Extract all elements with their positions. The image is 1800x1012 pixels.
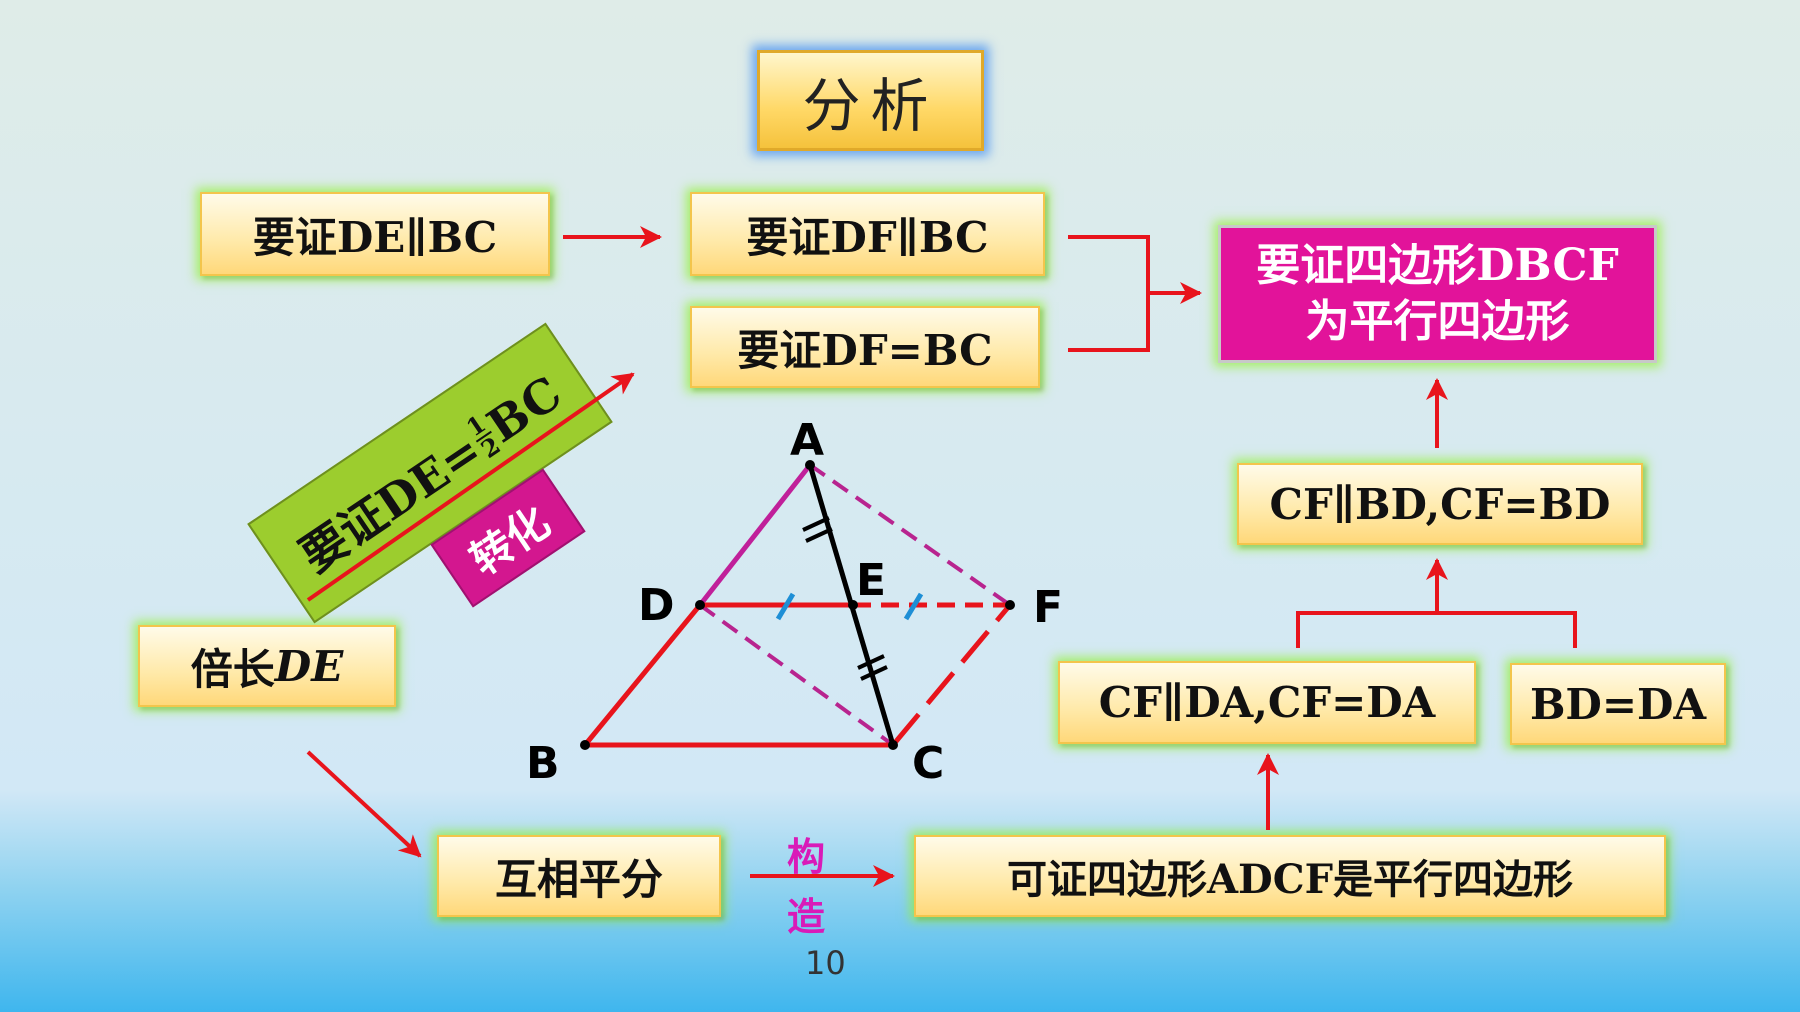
box-double-de-prefix: 倍长	[190, 644, 275, 694]
vertex-d	[695, 600, 705, 610]
box-adcf-label: 可证四边形ADCF是平行四边形	[1007, 856, 1573, 903]
construct-char-1-text: 构	[787, 835, 826, 879]
arrow-double-to-bisect	[306, 750, 422, 858]
goal-box: 要证四边形DBCF 为平行四边形	[1218, 225, 1657, 363]
arrow-transform	[306, 372, 635, 602]
box-bd-da-label: BD=DA	[1529, 679, 1707, 729]
box-de-parallel-label: 要证DE∥BC	[252, 212, 498, 262]
tick-marks-ec	[857, 654, 888, 681]
vertex-c	[888, 740, 898, 750]
title-text: 分析	[802, 71, 939, 140]
goal-line-1: 要证四边形DBCF	[1256, 240, 1619, 291]
box-df-equal-label: 要证DF=BC	[737, 325, 993, 375]
vertex-a	[805, 460, 815, 470]
page-number-text: 10	[805, 944, 846, 982]
construct-char-2-text: 造	[787, 895, 826, 939]
box-cf-da-label: CF∥DA,CF=DA	[1098, 678, 1436, 727]
segment-db	[583, 603, 702, 747]
box-cf-da: CF∥DA,CF=DA	[1058, 661, 1476, 744]
label-d: D	[638, 580, 675, 631]
box-bisect-label: 互相平分	[494, 854, 663, 904]
label-a: A	[790, 415, 824, 466]
box-cf-bd: CF∥BD,CF=BD	[1237, 463, 1643, 545]
segment-af	[808, 463, 1012, 607]
label-b: B	[526, 738, 560, 789]
construct-char-2: 造	[787, 886, 825, 941]
label-e: E	[856, 555, 886, 606]
label-c: C	[912, 738, 944, 789]
label-f: F	[1033, 582, 1063, 633]
box-bisect: 互相平分	[437, 835, 721, 917]
tick-de	[775, 592, 796, 621]
segment-dc	[698, 603, 895, 747]
title-box: 分析	[757, 50, 984, 151]
box-df-parallel: 要证DF∥BC	[690, 192, 1045, 276]
bracket-to-cfbd	[1296, 560, 1577, 648]
vertex-f	[1005, 600, 1015, 610]
box-adcf: 可证四边形ADCF是平行四边形	[914, 835, 1666, 917]
box-de-parallel: 要证DE∥BC	[200, 192, 550, 276]
vertex-e	[848, 600, 858, 610]
box-cf-bd-label: CF∥BD,CF=BD	[1269, 479, 1611, 529]
tick-marks-ae	[802, 516, 833, 543]
goal-line-2: 为平行四边形	[1305, 296, 1570, 347]
construct-char-1: 构	[787, 826, 825, 881]
page-number: 10	[805, 944, 846, 982]
box-df-equal: 要证DF=BC	[690, 306, 1040, 388]
vertex-b	[580, 740, 590, 750]
segment-ad	[698, 463, 812, 607]
box-bd-da: BD=DA	[1510, 663, 1726, 745]
tick-ef	[903, 592, 924, 621]
bracket-to-goal	[1068, 235, 1200, 352]
box-df-parallel-label: 要证DF∥BC	[746, 212, 989, 262]
segment-cf	[891, 603, 1012, 747]
box-double-de-var: DE	[274, 641, 344, 691]
